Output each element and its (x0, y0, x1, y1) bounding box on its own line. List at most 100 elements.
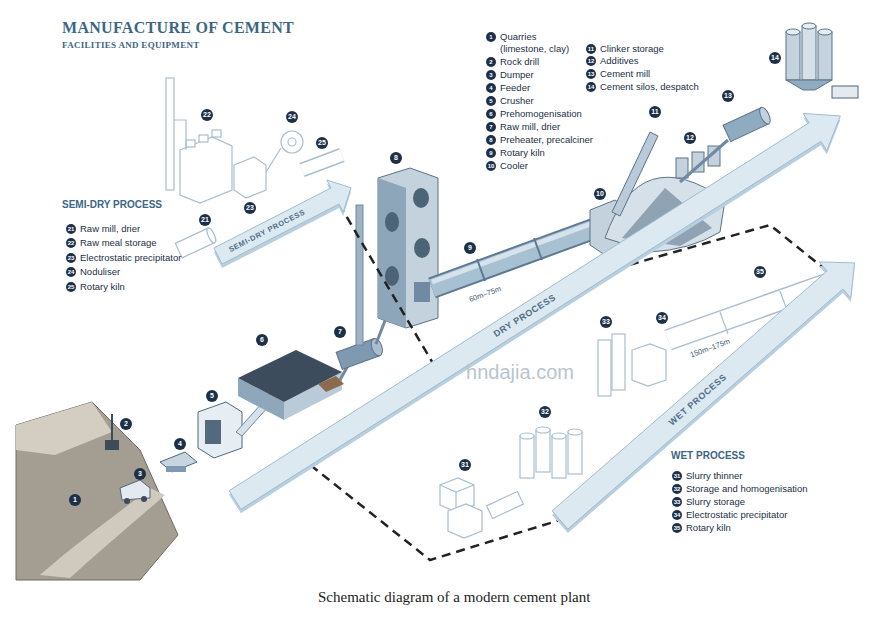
key-number: 31 (672, 471, 682, 481)
legend-text: Rotary kiln (686, 522, 731, 534)
callout-number: 13 (722, 90, 734, 102)
legend-text: Rotary kiln (80, 281, 125, 293)
dashed-connector (310, 465, 560, 560)
drill-mast (111, 414, 113, 440)
diagram-title: MANUFACTURE OF CEMENT (62, 19, 294, 37)
callout-number: 8 (390, 152, 402, 164)
slurry-thinner (448, 504, 482, 538)
slurry-tank (598, 340, 611, 396)
silo-top (568, 429, 582, 435)
key-number: 11 (586, 44, 596, 54)
shed-roof (238, 350, 342, 402)
legend-text: Cement mill (600, 68, 650, 80)
callout-number: 32 (539, 406, 551, 418)
cement-silos (786, 23, 858, 98)
legend-text: Crusher (500, 95, 534, 107)
legend-text: Rotary kiln (500, 147, 545, 159)
legend-text: Raw mill, drier (500, 121, 560, 133)
diagram-subtitle: FACILITIES AND EQUIPMENT (62, 40, 200, 50)
callout-number: 10 (594, 188, 606, 200)
wheel (124, 498, 130, 504)
haul-road (40, 488, 165, 578)
key-number: 10 (486, 161, 496, 171)
key-number: 34 (672, 510, 682, 520)
conveyor (680, 140, 728, 182)
storage-box (212, 130, 221, 137)
legend-text: Electrostatic precipitator (686, 509, 787, 521)
preheater-tower (378, 168, 438, 328)
diagram-caption: Schematic diagram of a modern cement pla… (318, 589, 590, 606)
storage-silo (536, 430, 550, 472)
silo (802, 26, 816, 80)
storage-box (186, 140, 195, 147)
callout-number: 4 (174, 438, 186, 450)
tower-shell (378, 168, 438, 328)
key-number: 33 (672, 497, 682, 507)
kiln-shell (302, 155, 342, 170)
mill-shell (487, 491, 524, 518)
callout-number: 2 (120, 418, 132, 430)
tower-face (378, 178, 406, 328)
callout-number: 23 (244, 202, 256, 214)
key-number: 25 (66, 282, 76, 292)
legend-text: Raw meal storage (80, 237, 157, 249)
process-band: SEMI-DRY PROCESS (209, 175, 356, 273)
cyclone (385, 212, 399, 232)
kiln-edge (302, 155, 342, 170)
truck (832, 86, 858, 98)
kiln-ring (534, 238, 542, 260)
silo-top (818, 29, 832, 35)
chimney (166, 78, 174, 190)
slurry-tank (612, 334, 625, 390)
process-band: WET PROCESS (548, 257, 859, 538)
key-number: 21 (66, 224, 76, 234)
legend-text: Feeder (500, 82, 530, 94)
cube-edge (440, 485, 474, 492)
legend-heading: WET PROCESS (671, 450, 745, 461)
kiln-ring (720, 312, 728, 334)
storage-silo (552, 436, 566, 478)
callout-number: 24 (286, 111, 298, 123)
legend-text: Cooler (500, 160, 528, 172)
legend-text: Prehomogenisation (500, 108, 582, 120)
quarry-face (16, 402, 112, 455)
process-label: SEMI-DRY PROCESS (228, 208, 307, 253)
key-number: 9 (486, 148, 496, 158)
duct (266, 148, 281, 172)
crusher-house (198, 402, 242, 458)
crusher-opening (205, 420, 221, 444)
band-shape (552, 262, 854, 529)
callout-number: 21 (199, 214, 211, 226)
legend-text: Noduliser (80, 266, 120, 278)
cyclone (414, 238, 430, 258)
mill-end (205, 227, 217, 244)
callout-number: 5 (206, 390, 218, 402)
raw-mill (175, 227, 217, 258)
key-number: 5 (486, 96, 496, 106)
dimension-label: 60m–75m (468, 284, 502, 304)
key-number: 22 (66, 238, 76, 248)
precipitator (234, 157, 266, 198)
cyclone (385, 266, 399, 286)
callout-number: 25 (316, 137, 328, 149)
storage-silo (520, 436, 534, 478)
callout-number: 31 (459, 459, 471, 471)
band-shape (229, 113, 840, 509)
dashed-connector (339, 204, 432, 362)
rock-drill (105, 414, 119, 450)
silo-top (786, 29, 800, 35)
silo-top (552, 433, 566, 439)
mill-end (758, 106, 773, 126)
legend-text: Cement silos, despatch (600, 81, 699, 93)
storage-box (199, 135, 208, 142)
callout-number: 6 (256, 334, 268, 346)
key-number: 35 (672, 523, 682, 533)
key-number: 13 (586, 69, 596, 79)
callout-number: 33 (600, 316, 612, 328)
callout-number: 3 (134, 468, 146, 480)
silo-cone (786, 80, 832, 90)
precipitator (632, 344, 666, 386)
key-number: 24 (66, 267, 76, 277)
legend-text: Storage and homogenisation (686, 483, 807, 495)
